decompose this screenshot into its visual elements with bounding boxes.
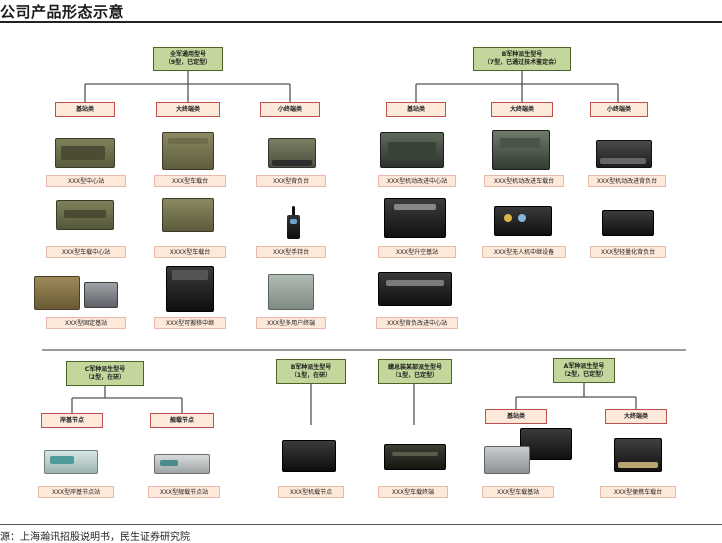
group-box-b-service-2: B军种派生型号 （1型，在研） <box>276 359 346 384</box>
group-sub: （7型，已通过技术鉴定会） <box>483 59 561 66</box>
product-label: XXX型车载台 <box>154 175 226 187</box>
product-label: XXX型轻量化背负台 <box>590 246 666 258</box>
product-label: XXXX型车载台 <box>154 246 226 258</box>
group-box-c-service: C军种派生型号 （2型，在研） <box>66 361 144 386</box>
group-box-general: 全军通用型号 （9型，已定型） <box>153 47 223 71</box>
product-label: XXX型机动改进背负台 <box>588 175 666 187</box>
product-label: XXX型中心站 <box>46 175 126 187</box>
group-sub: （1型，已定型） <box>391 371 439 379</box>
category-large-terminal: 大终端类 <box>605 409 667 424</box>
electronic-equipment-icon <box>484 428 574 476</box>
product-label: XXX型可搬移中继 <box>154 317 226 329</box>
category-small-terminal: 小终端类 <box>260 102 320 117</box>
bottom-rule <box>0 524 722 525</box>
product-label: XXX型舰载节点站 <box>148 486 220 498</box>
handheld-radio-icon <box>284 206 304 240</box>
group-name: 總总装某部派生型号 <box>387 363 442 371</box>
group-box-a-service: A军种派生型号 （2型，已定型） <box>553 358 615 383</box>
product-label: XXX型固定基站 <box>46 317 126 329</box>
group-sub: （1型，在研） <box>290 371 332 379</box>
group-sub: （2型，已定型） <box>560 370 608 378</box>
category-large-terminal: 大终端类 <box>156 102 220 117</box>
electronic-equipment-icon <box>160 194 216 234</box>
group-sub: （9型，已定型） <box>164 59 212 66</box>
electronic-equipment-icon <box>154 450 212 476</box>
group-name: B军种派生型号 <box>501 51 543 58</box>
electronic-equipment-icon <box>594 134 654 170</box>
group-box-b-service: B军种派生型号 （7型，已通过技术鉴定会） <box>473 47 571 71</box>
electronic-equipment-icon <box>266 270 316 312</box>
product-label: XXX型车载基站 <box>482 486 554 498</box>
product-label: XXX型机载节点 <box>278 486 344 498</box>
category-base-station: 基站类 <box>485 409 547 424</box>
category-ship-node: 舰载节点 <box>150 413 214 428</box>
electronic-equipment-icon <box>490 126 552 172</box>
electronic-equipment-icon <box>164 262 216 314</box>
category-large-terminal: 大终端类 <box>491 102 553 117</box>
product-label: XXX型岸基节点站 <box>38 486 114 498</box>
source-note: 源：上海瀚讯招股说明书，民生证券研究院 <box>0 532 190 543</box>
category-small-terminal: 小终端类 <box>590 102 648 117</box>
product-label: XXX型机动改进车载台 <box>484 175 564 187</box>
group-name: C军种派生型号 <box>84 365 126 373</box>
product-label: XXX型车载终端 <box>378 486 448 498</box>
group-name: A军种派生型号 <box>563 362 605 370</box>
group-name: B军种派生型号 <box>290 363 332 371</box>
title-rule <box>0 21 722 23</box>
product-label: XXX型多用户终端 <box>256 317 326 329</box>
group-sub: （2型，在研） <box>84 373 126 381</box>
electronic-equipment-icon <box>266 132 318 170</box>
electronic-equipment-icon <box>282 434 338 474</box>
electronic-equipment-icon <box>494 202 554 238</box>
group-name: 全军通用型号 <box>169 51 206 58</box>
product-label: XXX型机动改进中心站 <box>378 175 456 187</box>
product-label: XXX型便携车载台 <box>600 486 676 498</box>
product-label: XXX型车载中心站 <box>46 246 126 258</box>
product-label: XXX型背负改进中心站 <box>376 317 458 329</box>
electronic-equipment-icon <box>378 268 454 308</box>
electronic-equipment-icon <box>34 272 120 312</box>
category-shore-node: 岸基节点 <box>41 413 103 428</box>
product-label: XXX型无人机中继设备 <box>482 246 566 258</box>
section-divider <box>42 349 686 351</box>
electronic-equipment-icon <box>600 206 656 238</box>
electronic-equipment-icon <box>384 194 448 240</box>
product-label: XXX型背负台 <box>256 175 326 187</box>
product-label: XXX型升空基站 <box>378 246 456 258</box>
group-box-equipment-dept: 總总装某部派生型号 （1型，已定型） <box>378 359 452 384</box>
electronic-equipment-icon <box>384 440 448 472</box>
electronic-equipment-icon <box>380 128 446 170</box>
electronic-equipment-icon <box>55 132 117 170</box>
category-base-station: 基站类 <box>386 102 446 117</box>
electronic-equipment-icon <box>160 128 216 172</box>
electronic-equipment-icon <box>44 446 100 476</box>
category-base-station: 基站类 <box>55 102 115 117</box>
product-label: XXX型手持台 <box>256 246 326 258</box>
electronic-equipment-icon <box>612 434 664 474</box>
electronic-equipment-icon <box>56 196 116 232</box>
page-title: 公司产品形态示意 <box>0 3 125 21</box>
